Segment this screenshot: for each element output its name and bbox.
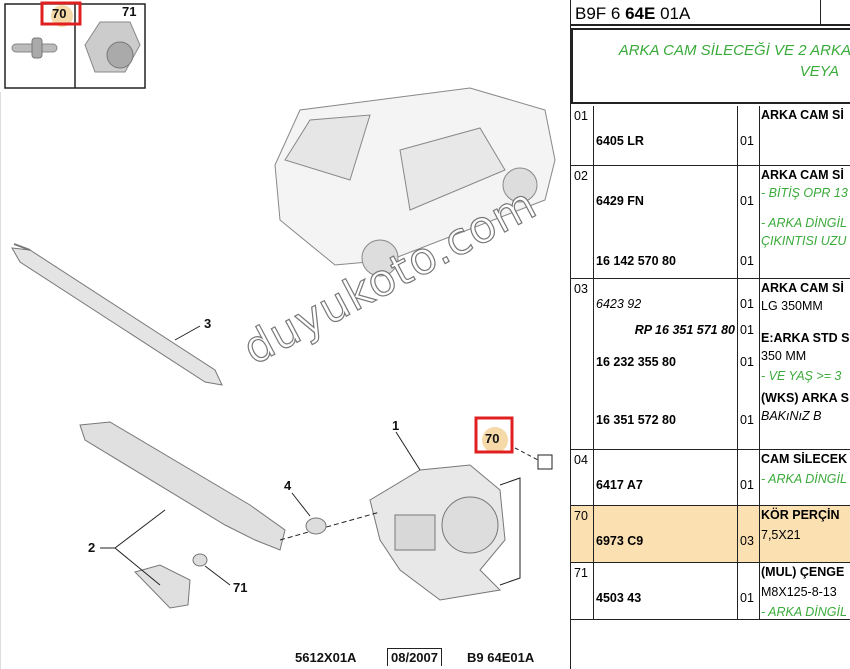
callout-2[interactable]: 2 [88, 540, 96, 555]
row-ref: 04 [574, 453, 588, 467]
description-line: KÖR PERÇİN [761, 508, 840, 522]
description-line: - ARKA DİNGİL [761, 605, 847, 619]
part-number[interactable]: 6973 C9 [596, 534, 644, 548]
description-line: LG 350MM [761, 299, 823, 313]
quantity: 01 [740, 323, 754, 337]
title-line-1: ARKA CAM SİLECEĞİ VE 2 ARKA [618, 42, 850, 59]
parts-diagram: 70 71 3 1 70 4 2 71 duyukoto.com 5612X01… [0, 1, 556, 669]
page-ref: B9 64E01A [467, 650, 535, 665]
wiper-motor [369, 464, 506, 601]
description-line: - VE YAŞ >= 3 [761, 369, 842, 383]
callout-4[interactable]: 4 [284, 478, 292, 493]
quantity: 01 [740, 413, 754, 427]
description-line: M8X125-8-13 [761, 585, 837, 599]
callout-1[interactable]: 1 [392, 418, 400, 433]
parts-table: B9F 6 64E 01A ARKA CAM SİLECEĞİ VE 2 ARK… [570, 0, 850, 669]
table-row[interactable]: 02 6429 FN 01 16 142 570 80 01 ARKA CAM Sİ - B… [571, 166, 850, 279]
callout-3[interactable]: 3 [204, 316, 212, 331]
row-ref: 71 [574, 566, 588, 580]
part-number[interactable]: 16 232 355 80 [596, 355, 676, 369]
quantity: 01 [740, 134, 754, 148]
quantity: 01 [740, 478, 754, 492]
part-number[interactable]: 16 351 572 80 [596, 413, 676, 427]
description-line: 7,5X21 [761, 528, 801, 542]
part-number[interactable]: 4503 43 [596, 591, 642, 605]
part-number[interactable]: RP 16 351 571 80 [634, 323, 735, 337]
drawing-date: 08/2007 [387, 648, 442, 666]
quantity: 01 [740, 591, 754, 605]
part-number[interactable]: 16 142 570 80 [596, 254, 676, 268]
quantity: 01 [740, 254, 754, 268]
table-row[interactable]: 70 6973 C9 03 KÖR PERÇİN 7,5X21 [571, 506, 850, 563]
part-number[interactable]: 6429 FN [596, 194, 644, 208]
title-line-2: VEYA [799, 63, 839, 80]
part-number[interactable]: 6423 92 [596, 297, 642, 311]
row-ref: 02 [574, 169, 588, 183]
quantity: 01 [740, 194, 754, 208]
description-line: (MUL) ÇENGE [761, 565, 845, 579]
description-line: - ARKA DİNGİL [761, 472, 847, 486]
description-line: 350 MM [761, 349, 807, 363]
table-row[interactable]: 71 4503 43 01 (MUL) ÇENGE M8X125-8-13 - ARKA … [571, 563, 850, 620]
row-ref: 03 [574, 282, 588, 296]
quantity: 01 [740, 355, 754, 369]
callout-71[interactable]: 71 [233, 580, 248, 595]
highlight-box-70 [474, 416, 514, 454]
description-line: ARKA CAM Sİ [761, 108, 844, 122]
description-line: ARKA CAM Sİ [761, 168, 844, 182]
description-line: - BİTİŞ OPR 13 [761, 186, 848, 200]
callout-70-thumb[interactable]: 70 [52, 6, 67, 21]
van-illustration [274, 87, 556, 277]
drawing-ref: 5612X01A [295, 650, 357, 665]
description-line: E:ARKA STD S [761, 331, 850, 345]
catalog-code: B9F 6 64E 01A [571, 0, 850, 26]
callout-71-thumb[interactable]: 71 [122, 4, 137, 19]
description-line: ÇIKINTISI UZU [761, 234, 847, 248]
row-ref: 70 [574, 509, 588, 523]
code-bold: 64E [625, 4, 656, 23]
quantity: 01 [740, 297, 754, 311]
part-number[interactable]: 6405 LR [596, 134, 644, 148]
exploded-view-drawing [0, 1, 556, 669]
wiper-blade [11, 243, 223, 386]
table-row[interactable]: 01 6405 LR 01 ARKA CAM Sİ [571, 106, 850, 166]
section-title: ARKA CAM SİLECEĞİ VE 2 ARKA VEYA [571, 28, 850, 104]
flange-nut-icon [84, 21, 141, 73]
description-line: ARKA CAM Sİ [761, 281, 844, 295]
code-prefix: B9F 6 [575, 4, 626, 23]
table-row[interactable]: 04 6417 A7 01 CAM SİLECEK - ARKA DİNGİL [571, 450, 850, 506]
description-line: CAM SİLECEK [761, 452, 848, 466]
highlight-box-70-thumb [40, 1, 82, 26]
rivet-icon [11, 37, 58, 59]
washer [305, 517, 327, 535]
code-suffix: 01A [655, 4, 691, 23]
quantity: 03 [740, 534, 754, 548]
row-ref: 01 [574, 109, 588, 123]
part-number[interactable]: 6417 A7 [596, 478, 643, 492]
description-line: - ARKA DİNGİL [761, 216, 847, 230]
table-row[interactable]: 03 6423 92 01 RP 16 351 571 80 01 16 232 355 … [571, 279, 850, 450]
wiper-arm [79, 421, 286, 609]
description-line: (WKS) ARKA S [761, 391, 849, 405]
description-line: BAKıNıZ B [761, 409, 822, 423]
callout-70[interactable]: 70 [485, 431, 500, 446]
